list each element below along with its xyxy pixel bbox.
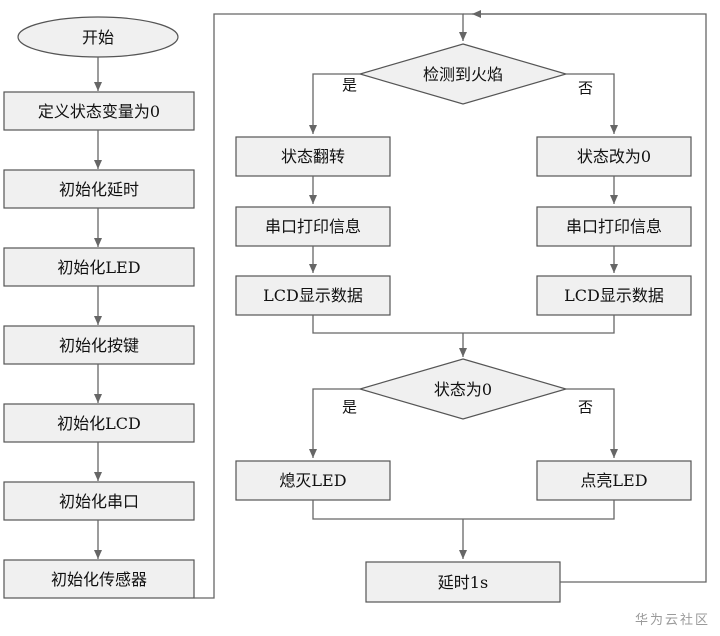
state-flip-label: 状态翻转 xyxy=(281,147,345,166)
init-sensor-label: 初始化传感器 xyxy=(51,570,147,589)
process-define-state-variable: 定义状态变量为0 xyxy=(3,91,195,131)
start-terminal: 开始 xyxy=(17,16,179,58)
process-led-off: 熄灭LED xyxy=(235,460,391,501)
process-uart-print-left: 串口打印信息 xyxy=(235,206,391,247)
flame-detected-label: 检测到火焰 xyxy=(423,65,503,84)
process-uart-print-right: 串口打印信息 xyxy=(536,206,692,247)
process-led-on: 点亮LED xyxy=(536,460,692,501)
edge-merge-led xyxy=(312,500,615,520)
process-state-to-zero: 状态改为0 xyxy=(536,136,692,177)
delay-1s-label: 延时1s xyxy=(438,573,488,592)
state-is-zero-label: 状态为0 xyxy=(434,380,492,399)
init-led-label: 初始化LED xyxy=(57,258,140,277)
uart-print-left-label: 串口打印信息 xyxy=(265,217,361,236)
process-init-key: 初始化按键 xyxy=(3,325,195,365)
process-init-sensor: 初始化传感器 xyxy=(3,559,195,599)
process-lcd-show-left: LCD显示数据 xyxy=(235,275,391,316)
process-init-uart: 初始化串口 xyxy=(3,481,195,521)
init-key-label: 初始化按键 xyxy=(59,336,139,355)
process-delay-1s: 延时1s xyxy=(365,561,561,603)
flame-no-label: 否 xyxy=(578,79,593,97)
process-init-delay: 初始化延时 xyxy=(3,169,195,209)
lcd-show-left-label: LCD显示数据 xyxy=(263,286,363,305)
process-lcd-show-right: LCD显示数据 xyxy=(536,275,692,316)
edge-state-no xyxy=(566,388,618,458)
init-delay-label: 初始化延时 xyxy=(59,180,139,199)
flame-yes-label: 是 xyxy=(342,76,357,94)
state-no-label: 否 xyxy=(578,398,593,416)
edge-state-yes xyxy=(309,388,360,458)
process-init-led: 初始化LED xyxy=(3,247,195,287)
edge-flame-no xyxy=(566,73,618,134)
start-label: 开始 xyxy=(82,28,114,47)
state-to-zero-label: 状态改为0 xyxy=(577,147,651,166)
watermark-text: 华为云社区 xyxy=(634,613,710,628)
edge-flame-yes xyxy=(309,73,360,134)
edge-init-to-loop xyxy=(194,13,467,599)
decision-flame-detected: 检测到火焰 xyxy=(357,43,569,105)
led-on-label: 点亮LED xyxy=(580,471,647,490)
init-uart-label: 初始化串口 xyxy=(59,492,139,511)
define-state-variable-label: 定义状态变量为0 xyxy=(38,102,160,121)
process-state-flip: 状态翻转 xyxy=(235,136,391,177)
uart-print-right-label: 串口打印信息 xyxy=(566,217,662,236)
edge-merge-branches xyxy=(312,315,615,334)
state-yes-label: 是 xyxy=(342,398,357,416)
decision-state-is-zero: 状态为0 xyxy=(357,358,569,420)
led-off-label: 熄灭LED xyxy=(279,471,346,490)
lcd-show-right-label: LCD显示数据 xyxy=(564,286,664,305)
init-lcd-label: 初始化LCD xyxy=(57,414,141,433)
process-init-lcd: 初始化LCD xyxy=(3,403,195,443)
